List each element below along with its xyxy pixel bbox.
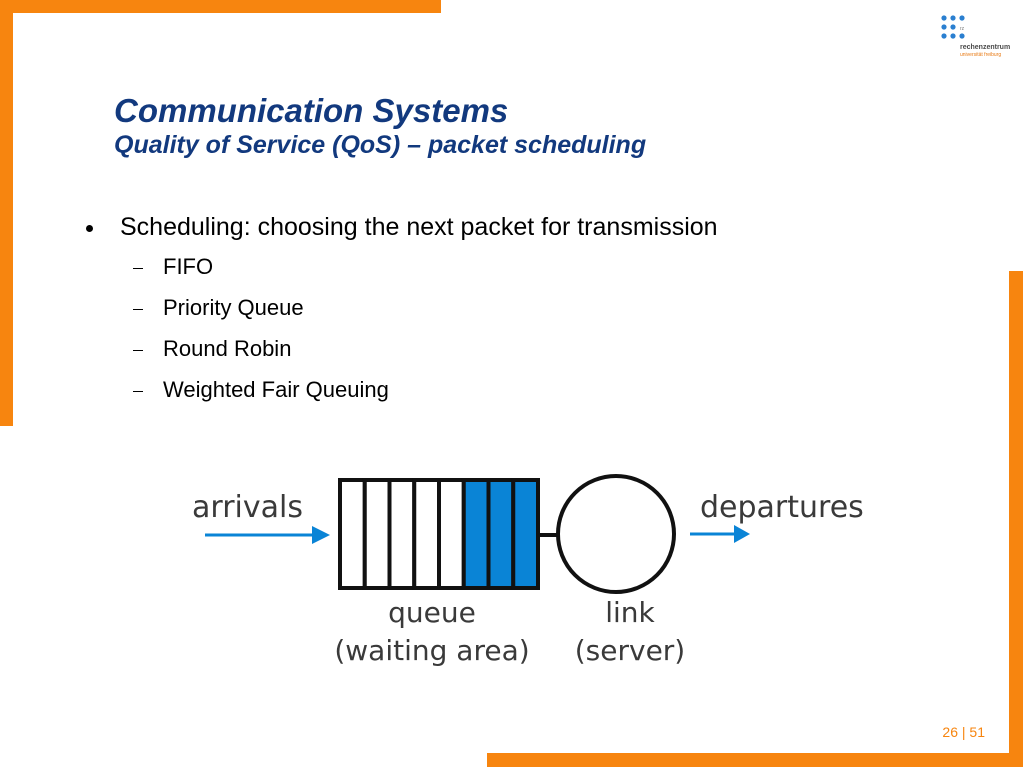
slide-title: Communication Systems xyxy=(114,92,509,129)
queued-packet-slot xyxy=(511,478,540,590)
bottom-accent-bar xyxy=(487,753,1023,767)
link-label: link xyxy=(605,596,655,629)
top-accent-bar xyxy=(0,0,441,13)
logo-line-1: rechenzentrum xyxy=(960,44,1011,51)
empty-queue-slot xyxy=(412,478,441,590)
page-current: 26 xyxy=(942,724,958,740)
arrivals-arrow-icon xyxy=(312,526,330,544)
logo-mark: rz xyxy=(960,26,965,32)
sub-bullet-weighted-fair-queuing: Weighted Fair Queuing xyxy=(163,377,389,402)
sub-bullet-priority-queue: Priority Queue xyxy=(163,295,304,320)
queued-packet-slot xyxy=(486,478,516,590)
sub-bullet-round-robin: Round Robin xyxy=(163,336,292,361)
right-accent-bar xyxy=(1009,271,1023,767)
server-label: (server) xyxy=(575,634,685,667)
departures-label: departures xyxy=(700,490,864,525)
arrivals-label: arrivals xyxy=(192,490,303,525)
link-server-circle xyxy=(556,474,676,594)
empty-queue-slot xyxy=(437,478,466,590)
empty-queue-slot xyxy=(387,478,417,590)
sub-bullet-fifo: FIFO xyxy=(163,254,214,279)
slide-subtitle: Quality of Service (QoS) – packet schedu… xyxy=(114,131,647,159)
logo-dots-icon xyxy=(941,15,965,39)
queue-label: queue xyxy=(388,596,476,629)
dash-icon xyxy=(133,391,143,392)
left-accent-bar xyxy=(0,0,13,426)
bullet-dot-icon xyxy=(86,225,93,232)
page-number: 26 | 51 xyxy=(942,724,985,740)
queued-packet-slot xyxy=(461,478,491,590)
logo-line-2: universität freiburg xyxy=(960,52,1002,58)
main-bullet: Scheduling: choosing the next packet for… xyxy=(120,213,718,241)
empty-queue-slot xyxy=(362,478,392,590)
university-logo: rz rechenzentrum universität freiburg xyxy=(940,14,1015,64)
departures-arrow-icon xyxy=(734,525,750,543)
page-separator: | xyxy=(961,724,966,740)
dash-icon xyxy=(133,268,143,269)
dash-icon xyxy=(133,309,143,310)
empty-queue-slot xyxy=(338,478,367,590)
dash-icon xyxy=(133,350,143,351)
queue-buffer xyxy=(338,478,540,590)
waiting-area-label: (waiting area) xyxy=(334,634,529,667)
page-total: 51 xyxy=(969,724,985,740)
